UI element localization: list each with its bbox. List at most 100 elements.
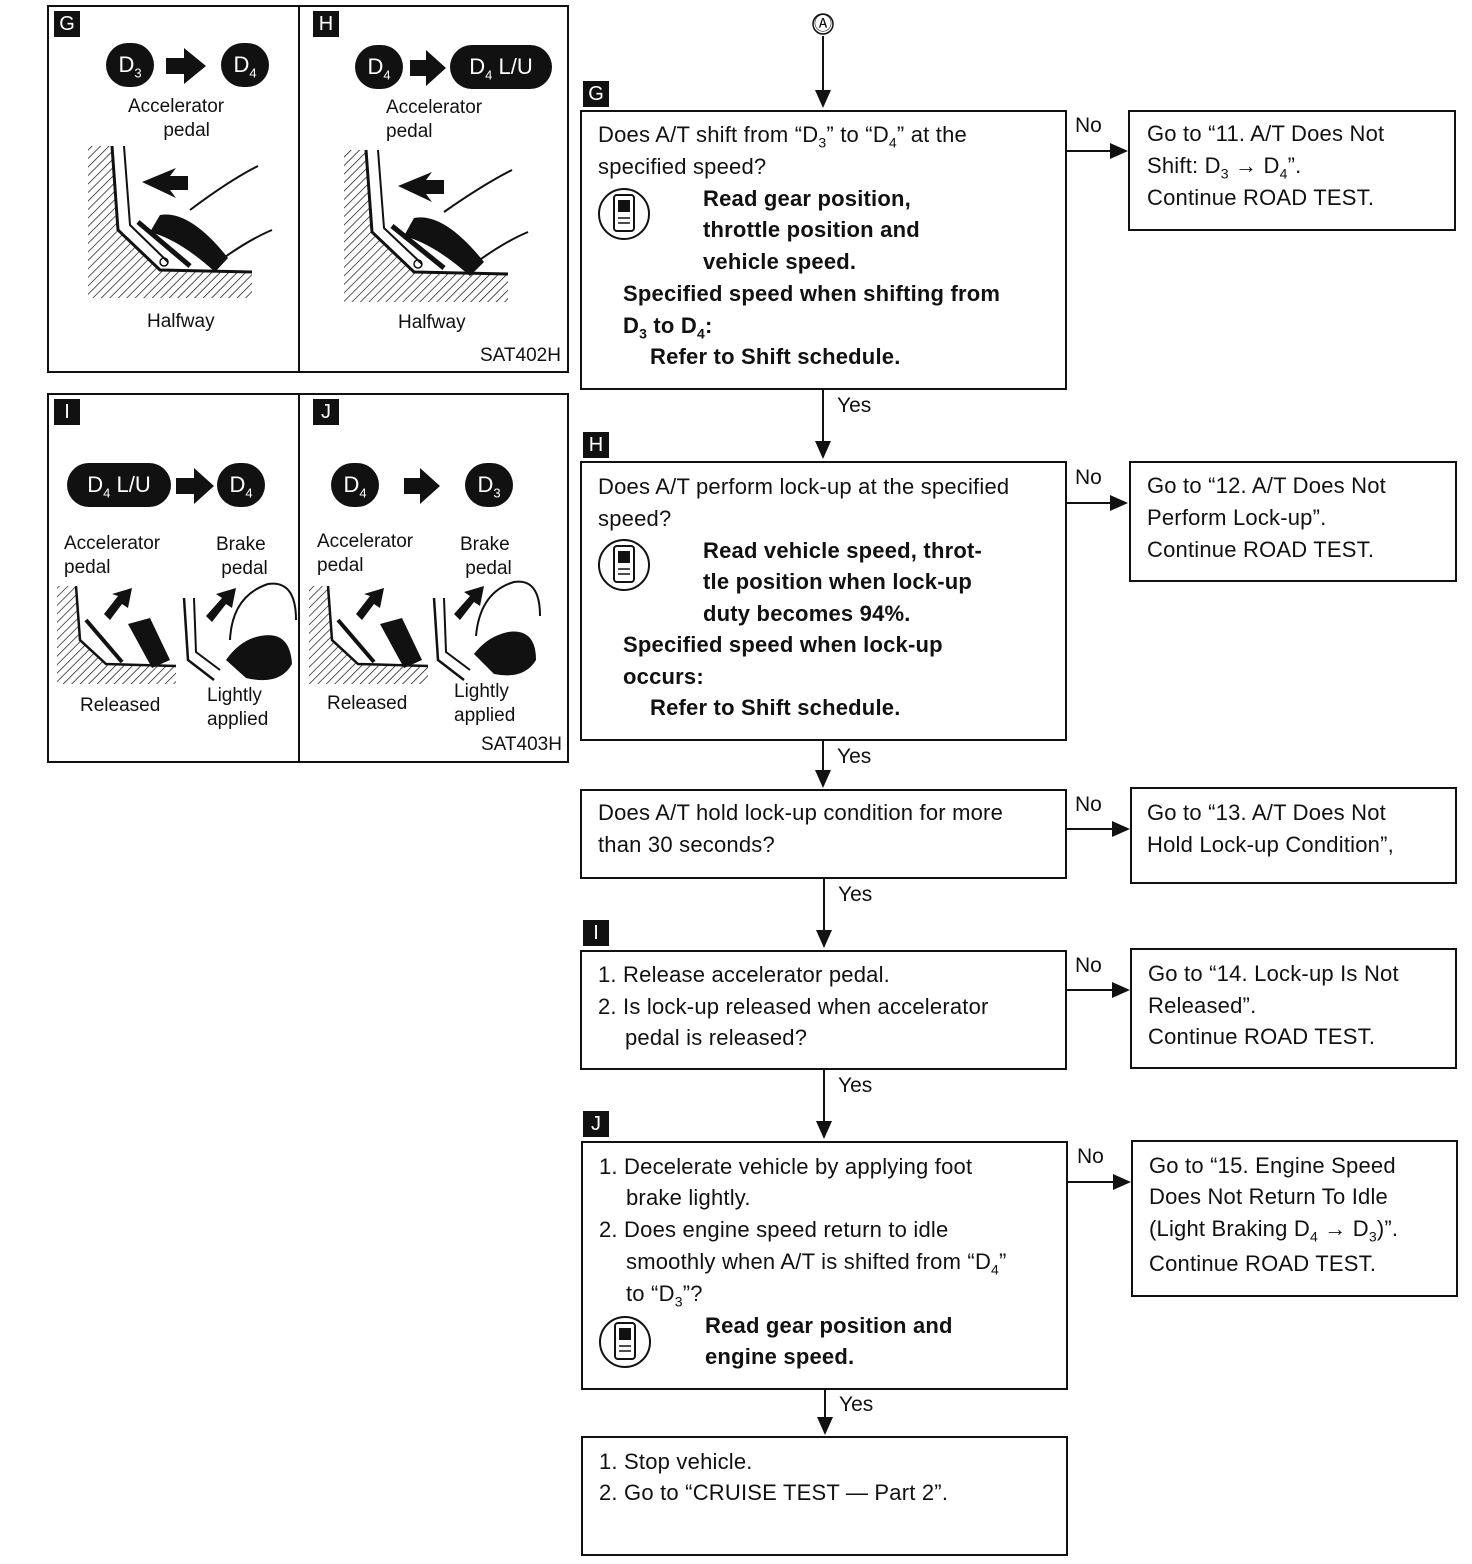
step-i-no-1: Go to “14. Lock-up Is Not xyxy=(1148,961,1399,986)
pedal-state-label: Halfway xyxy=(147,311,215,332)
step-j-no-1: Go to “15. Engine Speed xyxy=(1149,1153,1396,1178)
edge-yes-label: Yes xyxy=(838,1074,873,1097)
step-j-no-2: Does Not Return To Idle xyxy=(1149,1184,1388,1209)
edge-yes-label: Yes xyxy=(838,883,873,906)
step-final-line-1: 1. Stop vehicle. xyxy=(599,1449,753,1474)
edge-no-label: No xyxy=(1075,954,1102,977)
step-g-read-1: Read gear position, xyxy=(703,186,911,211)
gear-d4-badge: D4 xyxy=(355,45,403,89)
step-h-spec-2: occurs: xyxy=(623,664,704,689)
step-j-box xyxy=(581,1141,1068,1390)
step-g-no-box xyxy=(1128,110,1456,231)
gear-d3-badge: D3 xyxy=(465,463,513,507)
step-j-no-box xyxy=(1131,1140,1458,1297)
step-j-no-4: Continue ROAD TEST. xyxy=(1149,1251,1377,1276)
edge-no-label: No xyxy=(1075,466,1102,489)
step-h-no-3: Continue ROAD TEST. xyxy=(1147,537,1375,562)
gear-d4-badge: D4 xyxy=(217,463,265,507)
step-hold-box xyxy=(580,789,1067,879)
step-i-box xyxy=(580,950,1067,1070)
gear-d4-badge: D4 xyxy=(221,43,269,87)
step-hold-no-box xyxy=(1130,787,1457,884)
step-h-read-1: Read vehicle speed, throt- xyxy=(703,538,983,563)
step-h-spec-3: Refer to Shift schedule. xyxy=(650,695,901,720)
step-j-line-2: brake lightly. xyxy=(626,1185,751,1210)
panel-divider xyxy=(298,5,300,373)
step-h-read-3: duty becomes 94%. xyxy=(703,601,911,626)
step-tag-h: H xyxy=(583,432,609,458)
step-h-spec-1: Specified speed when lock-up xyxy=(623,632,943,657)
step-hold-no-2: Hold Lock-up Condition”, xyxy=(1147,832,1394,857)
step-j-line-4: smoothly when A/T is shifted from “D4” xyxy=(626,1249,1007,1278)
figure-code-top: SAT402H xyxy=(480,345,561,366)
step-i-no-box xyxy=(1130,948,1457,1069)
step-j-read-2: engine speed. xyxy=(705,1344,855,1369)
step-h-no-2: Perform Lock-up”. xyxy=(1147,505,1327,530)
edge-yes-label: Yes xyxy=(837,394,872,417)
step-g-question-2: specified speed? xyxy=(598,154,767,179)
released-label: Released xyxy=(327,693,408,714)
edge-no-label: No xyxy=(1075,114,1102,137)
step-i-line-2: 2. Is lock-up released when accelerator xyxy=(598,994,989,1019)
gear-d4-badge: D4 xyxy=(331,463,379,507)
panel-tag-g: G xyxy=(54,11,80,37)
step-tag-g: G xyxy=(583,81,609,107)
step-j-no-3: (Light Braking D4 → D3)”. xyxy=(1149,1216,1399,1245)
pedal-state-label: Halfway xyxy=(398,312,466,333)
step-hold-question-2: than 30 seconds? xyxy=(598,832,775,857)
step-tag-i: I xyxy=(583,920,609,946)
step-g-box xyxy=(580,110,1067,390)
step-j-line-5: to “D3”? xyxy=(626,1281,703,1310)
step-j-read-1: Read gear position and xyxy=(705,1313,953,1338)
edge-yes-label: Yes xyxy=(837,745,872,768)
step-hold-no-1: Go to “13. A/T Does Not xyxy=(1147,800,1386,825)
connector-a: Ⓐ xyxy=(814,14,832,34)
edge-yes-label: Yes xyxy=(839,1393,874,1416)
gear-d4-lu-badge: D4 L/U xyxy=(67,463,171,507)
edge-no-label: No xyxy=(1075,793,1102,816)
brake-pedal-label: Brake pedal xyxy=(460,534,512,579)
step-tag-j: J xyxy=(583,1111,609,1137)
panel-divider xyxy=(298,393,300,763)
step-g-spec-1: Specified speed when shifting from xyxy=(623,281,1001,306)
step-h-question-1: Does A/T perform lock-up at the specifie… xyxy=(598,474,1010,499)
panel-tag-i: I xyxy=(54,399,80,425)
step-final-box xyxy=(581,1436,1068,1556)
step-g-spec-3: Refer to Shift schedule. xyxy=(650,344,901,369)
step-i-no-2: Released”. xyxy=(1148,993,1257,1018)
figure-code-bottom: SAT403H xyxy=(481,734,562,755)
step-h-read-2: tle position when lock-up xyxy=(703,569,972,594)
step-g-no-3: Continue ROAD TEST. xyxy=(1147,185,1375,210)
released-label: Released xyxy=(80,695,161,716)
step-hold-question-1: Does A/T hold lock-up condition for more xyxy=(598,800,1004,825)
step-h-no-box xyxy=(1129,461,1457,582)
step-h-box xyxy=(580,461,1067,741)
step-g-read-2: throttle position and xyxy=(703,217,920,242)
panel-tag-j: J xyxy=(313,399,339,425)
step-g-question: Does A/T shift from “D3” to “D4” at the xyxy=(598,122,967,151)
step-j-line-3: 2. Does engine speed return to idle xyxy=(599,1217,949,1242)
step-g-no-1: Go to “11. A/T Does Not xyxy=(1147,121,1385,146)
step-g-spec-2: D3 to D4: xyxy=(623,313,713,342)
edge-no-label: No xyxy=(1077,1145,1104,1168)
gear-d3-badge: D3 xyxy=(106,43,154,87)
step-g-no-2: Shift: D3 → D4”. xyxy=(1147,153,1302,182)
step-g-read-3: vehicle speed. xyxy=(703,249,857,274)
step-i-line-1: 1. Release accelerator pedal. xyxy=(598,962,890,987)
brake-pedal-label: Brake pedal xyxy=(216,534,268,579)
step-h-question-2: speed? xyxy=(598,506,672,531)
